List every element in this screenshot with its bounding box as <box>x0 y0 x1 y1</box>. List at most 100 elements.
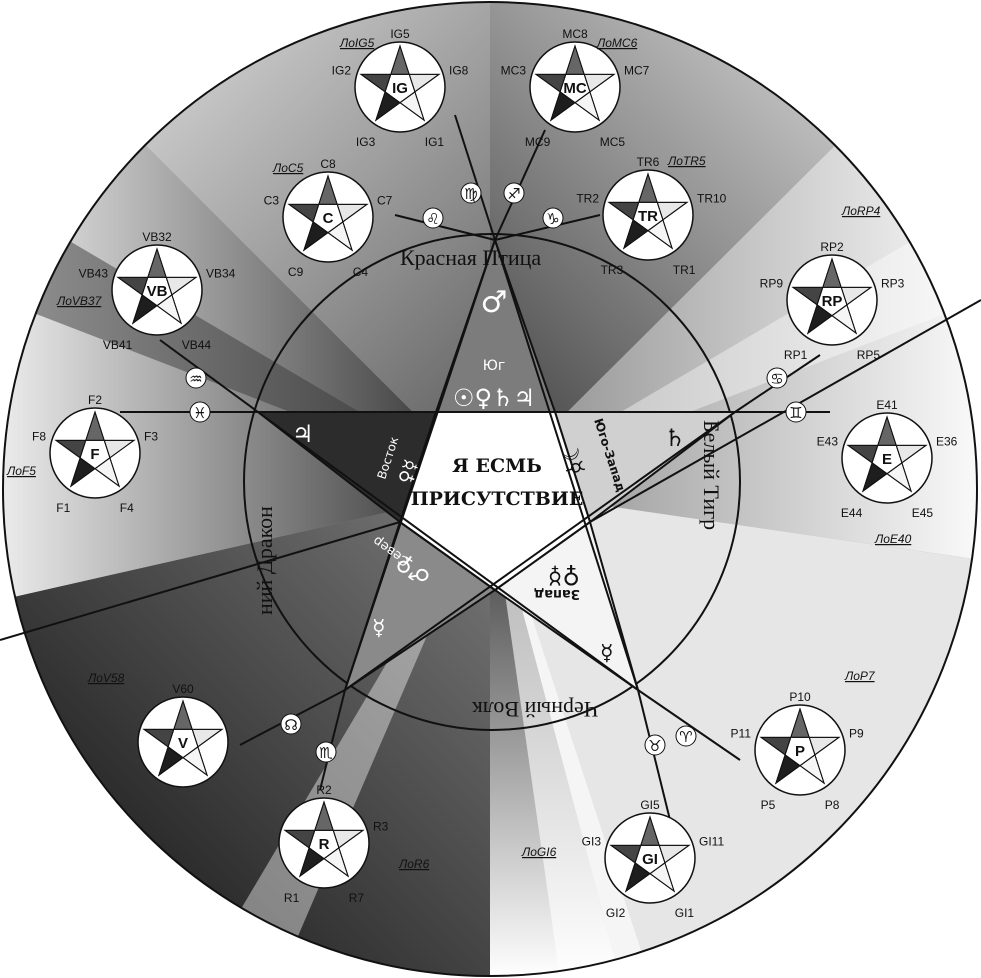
pentagram-point-label: C8 <box>320 157 336 171</box>
pentagram-point-label: RP2 <box>820 240 844 254</box>
sagittarius-sign: ♐ <box>504 183 524 203</box>
gemini-sign: ♊ <box>786 402 806 422</box>
pentagram-point-label: VB34 <box>206 266 236 280</box>
pentagram-point-label: TR10 <box>697 191 727 205</box>
pentagram-point-label: F2 <box>88 393 102 407</box>
pentagram-point-label: VB32 <box>142 230 172 244</box>
pentagram-point-label: TR1 <box>673 263 696 277</box>
pentagram-point-label: IG2 <box>332 63 352 77</box>
pentagram-point-label: E43 <box>817 434 839 448</box>
pentagram-code: VB <box>147 283 168 300</box>
pentagram-point-label: IG3 <box>356 135 376 149</box>
arc-label-right: Белый Тигр <box>699 420 724 530</box>
svg-text:♑: ♑ <box>546 210 559 228</box>
pentagram-point-label: P11 <box>731 726 752 740</box>
pentagram-point-label: MC5 <box>600 135 626 149</box>
pentagram-point-label: GI3 <box>582 834 602 848</box>
pentagram-point-label: GI2 <box>606 906 626 920</box>
leo-sign: ♌ <box>423 208 443 228</box>
pentagram-point-label: TR6 <box>637 155 660 169</box>
southwest-planet: ♄ <box>664 424 686 452</box>
pentagram-code: R <box>319 836 330 853</box>
bottom-right-planet: ☿ <box>600 641 614 666</box>
south-symbols: ☉♀♄♃ <box>453 384 535 412</box>
center-line-1: Я ЕСМЬ <box>452 455 542 477</box>
pentagram-point-label: C3 <box>264 193 280 207</box>
pentagram-point-label: P9 <box>849 726 864 740</box>
pentagram-point-label: C7 <box>377 193 393 207</box>
pentagram-point-label: C9 <box>288 265 304 279</box>
pentagram-point-label: IG1 <box>425 135 445 149</box>
pentagram-lo-label: ЛоGI6 <box>521 845 557 859</box>
pentagram-point-label: MC3 <box>501 63 527 77</box>
svg-text:♏: ♏ <box>319 744 333 762</box>
pentagram-code: IG <box>392 80 408 97</box>
pentagram-code: C <box>323 210 334 227</box>
pentagram-point-label: GI1 <box>675 906 695 920</box>
aries-sign: ♈ <box>676 726 696 746</box>
pentagram-point-label: V60 <box>172 682 194 696</box>
center-line-2: ПРИСУТСТВИЕ <box>411 488 584 510</box>
pentagram-point-label: GI11 <box>699 834 724 848</box>
taurus-sign: ♉ <box>645 735 665 755</box>
pentagram-point-label: VB44 <box>182 338 212 352</box>
node-sign: ☊ <box>281 714 301 734</box>
pentagram-point-label: RP3 <box>881 276 905 290</box>
arc-label-bottom: Черный Волк <box>472 697 598 722</box>
pentagram-point-label: IG5 <box>390 27 410 41</box>
pentagram-code: P <box>795 743 805 760</box>
pentagram-point-label: GI5 <box>640 798 660 812</box>
pentagram-point-label: RP9 <box>760 276 784 290</box>
capricorn-sign: ♑ <box>543 208 563 228</box>
pentagram-point-label: MC8 <box>562 27 588 41</box>
pentagram-point-label: P10 <box>789 690 811 704</box>
arc-label-top: Красная Птица <box>400 245 541 270</box>
pentagram-lo-label: ЛоP7 <box>844 669 876 683</box>
svg-text:♋: ♋ <box>770 370 783 388</box>
pentagram-point-label: F1 <box>56 501 70 515</box>
pentagram-code: TR <box>638 208 658 225</box>
pentagram-point-label: P8 <box>825 798 840 812</box>
pentagram-point-label: RP5 <box>857 348 881 362</box>
pentagram-point-label: IG8 <box>449 63 469 77</box>
svg-text:☊: ☊ <box>284 716 297 734</box>
scorpio-sign: ♏ <box>316 742 336 762</box>
south-label: Юг <box>483 358 505 374</box>
aquarius-sign: ♒ <box>186 368 206 388</box>
pentagram-lo-label: ЛоE40 <box>874 532 912 546</box>
south-top-symbol: ♂ <box>481 285 508 320</box>
north-planet: ☿ <box>372 616 386 641</box>
pentagram-point-label: R3 <box>373 819 389 833</box>
svg-text:♒: ♒ <box>189 370 202 388</box>
svg-text:♉: ♉ <box>648 737 661 755</box>
svg-text:♍: ♍ <box>464 185 477 203</box>
pisces-sign: ♓ <box>190 402 210 422</box>
pentagram-point-label: VB43 <box>79 266 109 280</box>
pentagram-lo-label: ЛоIG5 <box>339 36 375 50</box>
pentagram-lo-label: ЛоVB37 <box>56 294 103 308</box>
east-planet: ♃ <box>292 420 314 448</box>
west-symbols: ♀☿ <box>548 562 580 590</box>
pentagram-lo-label: ЛоF5 <box>6 464 36 478</box>
pentagram-point-label: MC7 <box>624 63 650 77</box>
svg-text:♊: ♊ <box>789 404 802 422</box>
pentagram-point-label: R1 <box>284 891 300 905</box>
pentagram-point-label: F3 <box>144 429 158 443</box>
cancer-sign: ♋ <box>767 368 787 388</box>
pentagram-lo-label: ЛоRP4 <box>841 204 881 218</box>
pentagram-point-label: C4 <box>353 265 369 279</box>
pentagram-point-label: R7 <box>349 891 365 905</box>
pentagram-point-label: E45 <box>912 506 934 520</box>
pentagram-lo-label: ЛоTR5 <box>667 154 706 168</box>
pentagram-point-label: R2 <box>316 783 332 797</box>
svg-text:♐: ♐ <box>507 185 520 203</box>
pentagram-point-label: E41 <box>876 398 898 412</box>
virgo-sign: ♍ <box>461 183 481 203</box>
svg-text:♌: ♌ <box>426 210 439 228</box>
pentagram-point-label: P5 <box>761 798 776 812</box>
pentagram-lo-label: ЛоC5 <box>272 161 304 175</box>
pentagram-point-label: TR2 <box>576 191 599 205</box>
pentagram-point-label: F4 <box>120 501 134 515</box>
pentagram-lo-label: ЛоV58 <box>87 671 125 685</box>
